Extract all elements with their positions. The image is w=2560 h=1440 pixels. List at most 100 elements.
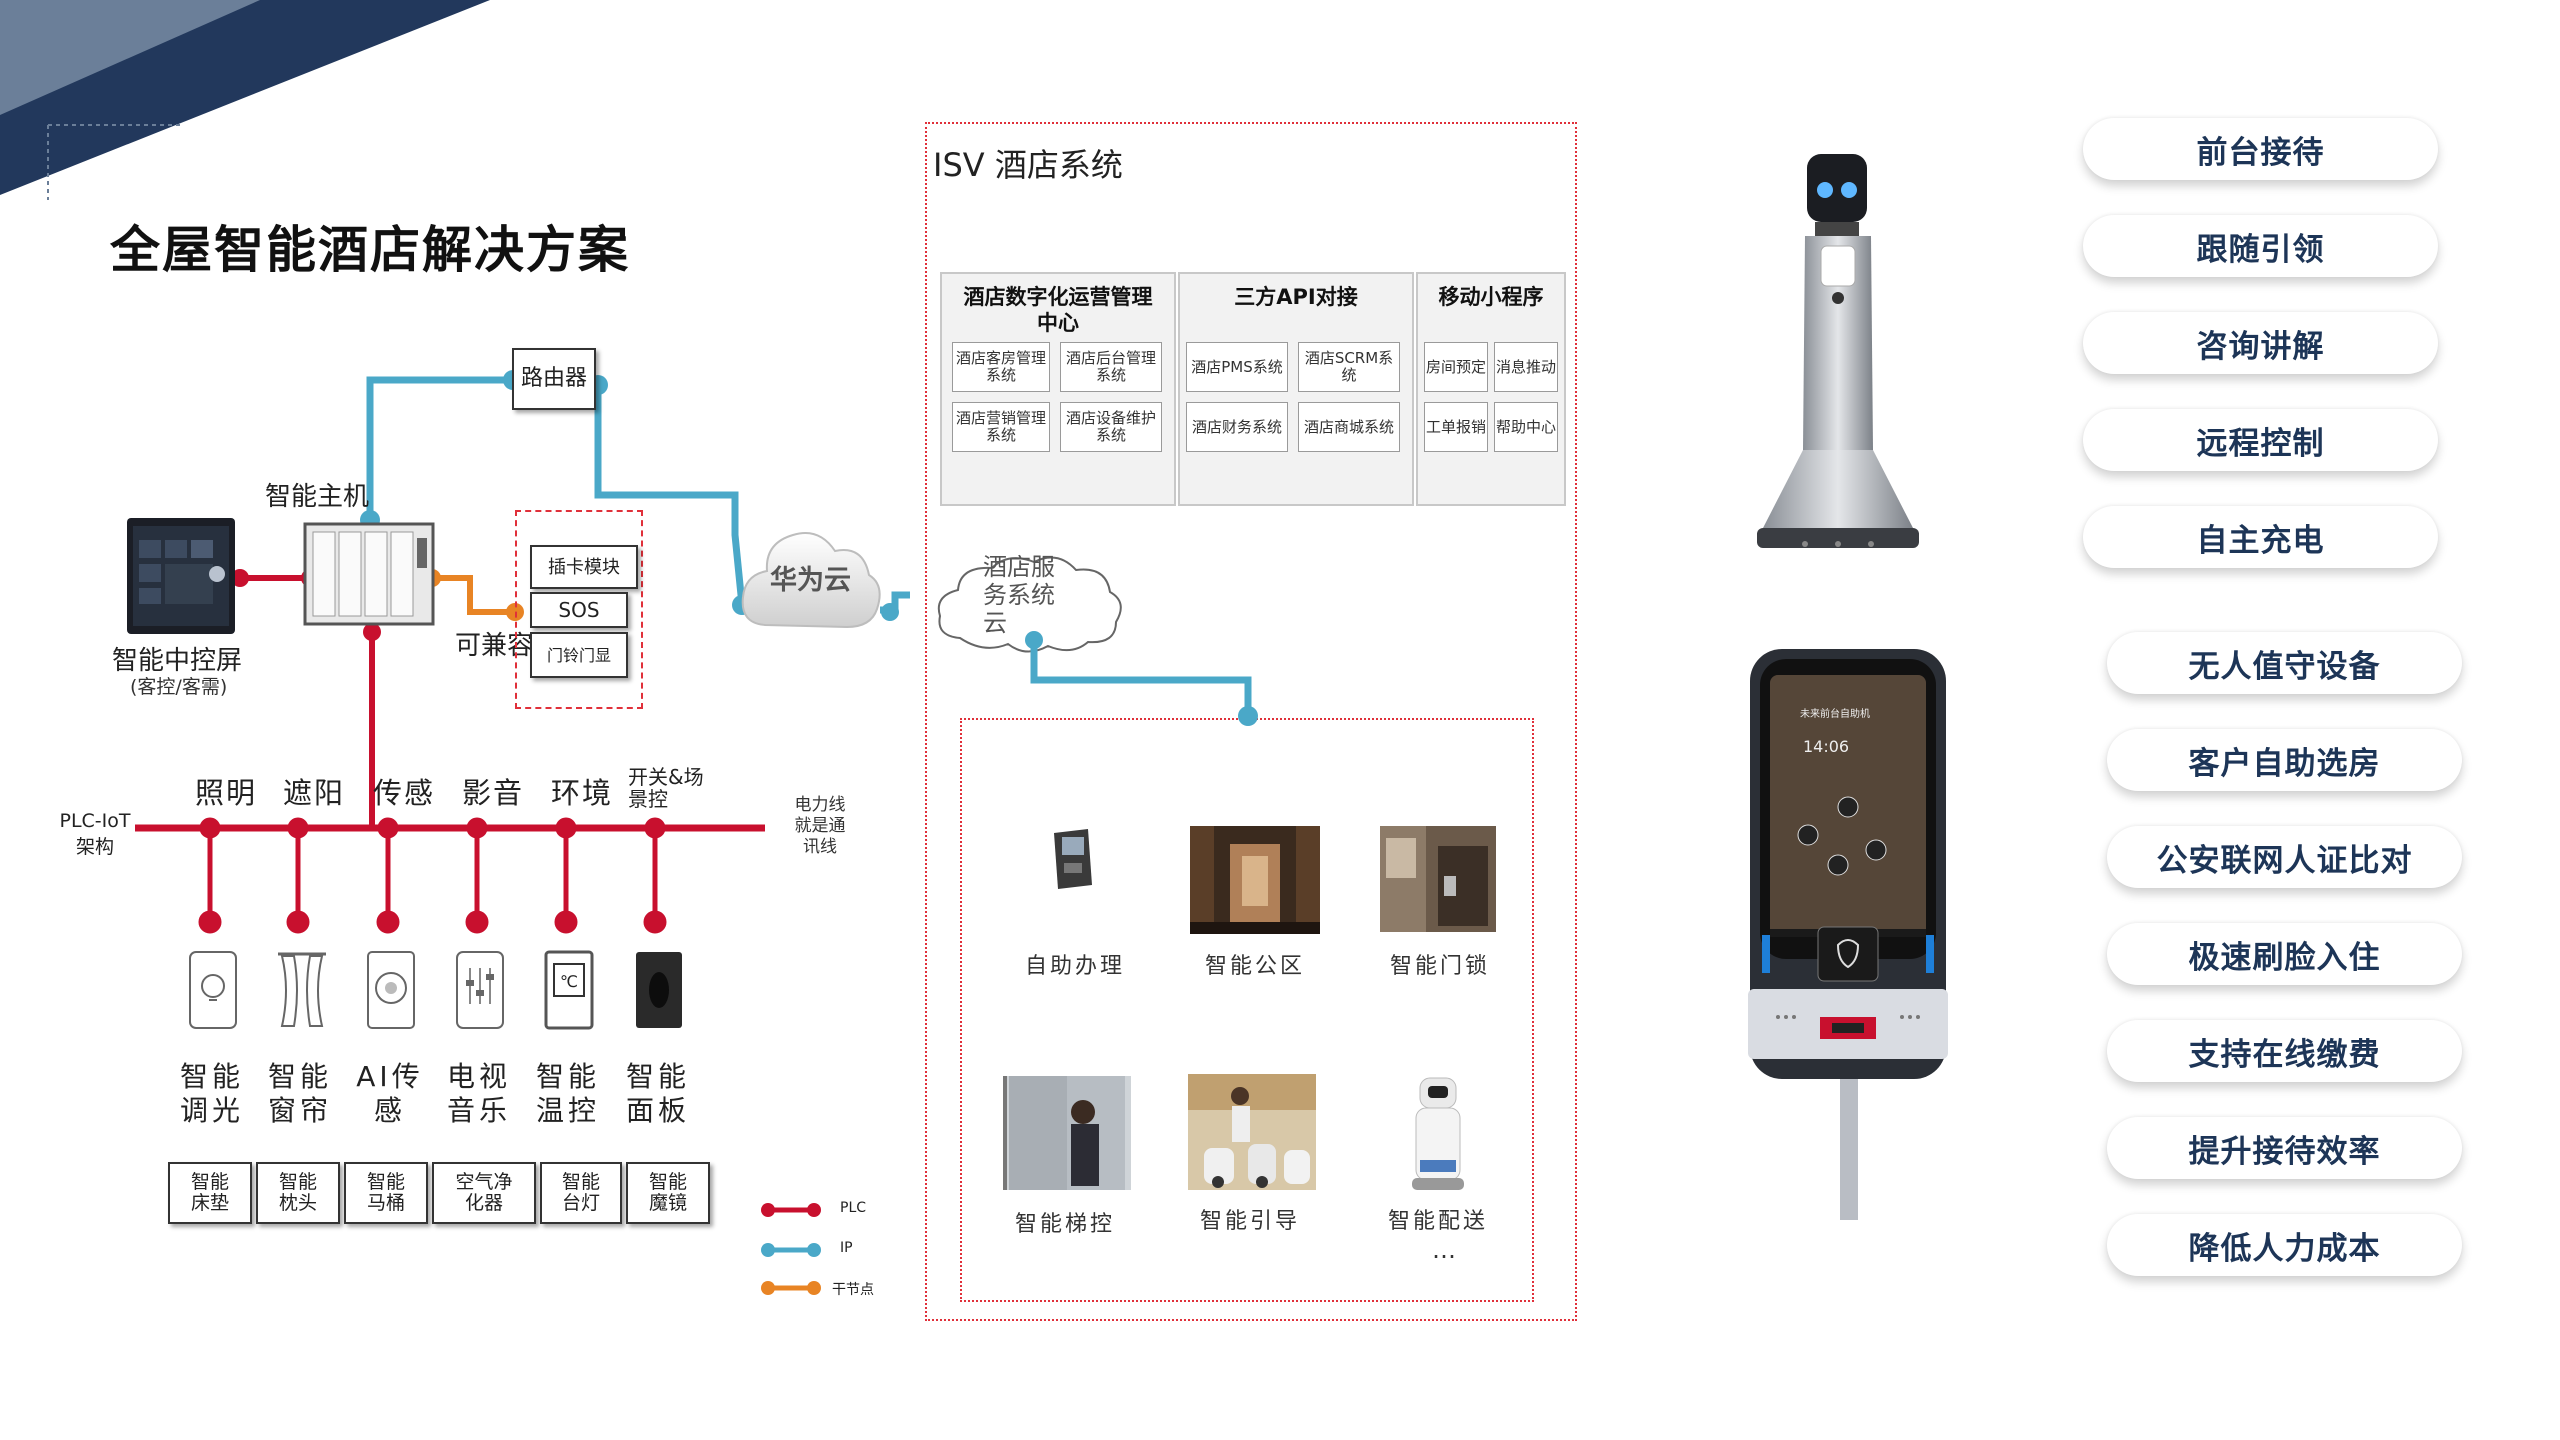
cell-help-center: 帮助中心 xyxy=(1494,402,1558,452)
panel-operations: 酒店数字化运营管理中心 酒店客房管理系统 酒店后台管理系统 酒店营销管理系统 酒… xyxy=(940,272,1176,506)
box-mattress: 智能床垫 xyxy=(168,1162,252,1224)
panel-api: 三方API对接 酒店PMS系统 酒店SCRM系统 酒店财务系统 酒店商城系统 xyxy=(1178,272,1414,506)
device-tv-music: 电视音乐 xyxy=(446,1060,511,1127)
isv-frame xyxy=(925,122,1577,1321)
huawei-cloud-icon xyxy=(741,532,881,629)
elevator-thumb xyxy=(1003,1076,1131,1190)
dimmer-icon xyxy=(189,951,237,1029)
pill-self-room-select: 客户自助选房 xyxy=(2107,729,2462,791)
thermostat-icon: ℃ xyxy=(544,950,594,1030)
legend-ip: IP xyxy=(840,1240,853,1256)
pill-auto-charge: 自主充电 xyxy=(2083,506,2438,568)
corner-decoration xyxy=(0,0,490,200)
cell-mall: 酒店商城系统 xyxy=(1298,402,1400,452)
cell-finance: 酒店财务系统 xyxy=(1186,402,1288,452)
pill-id-verification: 公安联网人证比对 xyxy=(2107,826,2462,888)
screen-sublabel: (客控/客需) xyxy=(130,676,228,698)
tv-music-icon xyxy=(456,951,504,1029)
cell-pms: 酒店PMS系统 xyxy=(1186,342,1288,392)
category-switch: 开关&场景控 xyxy=(628,765,704,811)
pill-cost-reduction: 降低人力成本 xyxy=(2107,1214,2462,1276)
legend-dry-contact: 干节点 xyxy=(832,1282,874,1298)
toilet-label: 智能马桶 xyxy=(366,1171,405,1214)
app-elevator: 智能梯控 xyxy=(1014,1212,1115,1237)
device-panel: 智能面板 xyxy=(625,1060,690,1127)
box-toilet: 智能马桶 xyxy=(344,1162,428,1224)
guidance-thumb xyxy=(1188,1074,1316,1190)
sos-module: SOS xyxy=(530,592,628,628)
network-lines xyxy=(135,370,910,934)
smart-host-device xyxy=(303,522,435,626)
pill-front-desk: 前台接待 xyxy=(2083,118,2438,180)
box-pillow: 智能枕头 xyxy=(256,1162,340,1224)
kiosk-time-text: 14:06 xyxy=(1803,737,1850,756)
device-ai-sensor: AI传感 xyxy=(356,1060,424,1127)
host-label: 智能主机 xyxy=(265,482,370,512)
panel-miniapp-title: 移动小程序 xyxy=(1438,285,1544,309)
device-curtain: 智能窗帘 xyxy=(267,1060,332,1127)
pillow-label: 智能枕头 xyxy=(278,1171,317,1214)
checkin-kiosk-image xyxy=(1748,649,1948,1220)
device-thermostat: 智能温控 xyxy=(535,1060,600,1127)
compatible-label: 可兼容 xyxy=(455,631,534,661)
mirror-label: 智能魔镜 xyxy=(648,1171,687,1214)
category-environment: 环境 xyxy=(551,776,614,810)
pill-efficiency: 提升接待效率 xyxy=(2107,1117,2462,1179)
power-line-label: 电力线就是通讯线 xyxy=(794,795,846,857)
app-guidance: 智能引导 xyxy=(1199,1209,1300,1234)
air-purifier-label: 空气净化器 xyxy=(455,1171,513,1214)
self-service-thumb xyxy=(1054,829,1092,889)
pill-remote-control: 远程控制 xyxy=(2083,409,2438,471)
reception-robot-image xyxy=(1757,154,1919,548)
huawei-cloud-label: 华为云 xyxy=(770,565,851,596)
cell-marketing-mgmt: 酒店营销管理系统 xyxy=(952,402,1050,452)
mattress-label: 智能床垫 xyxy=(190,1171,229,1214)
category-lighting: 照明 xyxy=(195,776,258,810)
hotel-cloud-icon xyxy=(937,556,1122,653)
plc-iot-label: PLC-IoT架构 xyxy=(59,810,131,858)
smart-control-screen xyxy=(127,518,235,634)
apps-connector xyxy=(1025,631,1258,726)
box-mirror: 智能魔镜 xyxy=(626,1162,710,1224)
hotel-cloud-label: 酒店服务系统云 xyxy=(983,553,1055,637)
lamp-label: 智能台灯 xyxy=(561,1171,600,1214)
public-area-thumb xyxy=(1190,826,1320,934)
app-self-service: 自助办理 xyxy=(1024,954,1125,979)
app-delivery: 智能配送 xyxy=(1387,1209,1488,1234)
svg-text:℃: ℃ xyxy=(560,972,578,991)
cell-message-push: 消息推动 xyxy=(1494,342,1558,392)
legend-plc: PLC xyxy=(840,1200,867,1216)
box-lamp: 智能台灯 xyxy=(540,1162,622,1224)
screen-label: 智能中控屏 xyxy=(112,646,243,676)
card-module: 插卡模块 xyxy=(530,545,638,589)
router-label: 路由器 xyxy=(520,366,587,391)
legend-lines xyxy=(761,1203,821,1295)
pill-consultation: 咨询讲解 xyxy=(2083,312,2438,374)
pill-unattended: 无人值守设备 xyxy=(2107,632,2462,694)
cell-room-mgmt: 酒店客房管理系统 xyxy=(952,342,1050,392)
cell-device-maint: 酒店设备维护系统 xyxy=(1060,402,1162,452)
pill-follow-guide: 跟随引领 xyxy=(2083,215,2438,277)
box-air-purifier: 空气净化器 xyxy=(432,1162,536,1224)
app-ellipsis: … xyxy=(1432,1236,1456,1264)
curtain-icon xyxy=(278,952,326,1027)
category-av: 影音 xyxy=(462,776,525,810)
cell-booking: 房间预定 xyxy=(1424,342,1488,392)
router-box: 路由器 xyxy=(512,348,596,410)
ai-sensor-icon xyxy=(367,951,415,1029)
doorbell-label: 门铃门显 xyxy=(546,645,611,665)
doorbell-module: 门铃门显 xyxy=(530,632,628,678)
cell-backend-mgmt: 酒店后台管理系统 xyxy=(1060,342,1162,392)
kiosk-header-text: 未来前台自助机 xyxy=(1800,709,1870,720)
category-shading: 遮阳 xyxy=(283,776,346,810)
category-sensing: 传感 xyxy=(373,776,436,810)
pill-face-checkin: 极速刷脸入住 xyxy=(2107,923,2462,985)
panel-operations-title: 酒店数字化运营管理中心 xyxy=(963,285,1153,335)
cell-work-order: 工单报销 xyxy=(1424,402,1488,452)
modules-group xyxy=(515,510,643,709)
app-door-lock: 智能门锁 xyxy=(1389,954,1490,979)
delivery-thumb xyxy=(1412,1077,1464,1190)
sos-label: SOS xyxy=(558,598,600,622)
card-module-label: 插卡模块 xyxy=(548,556,620,578)
panel-miniapp: 移动小程序 房间预定 消息推动 工单报销 帮助中心 xyxy=(1416,272,1566,506)
